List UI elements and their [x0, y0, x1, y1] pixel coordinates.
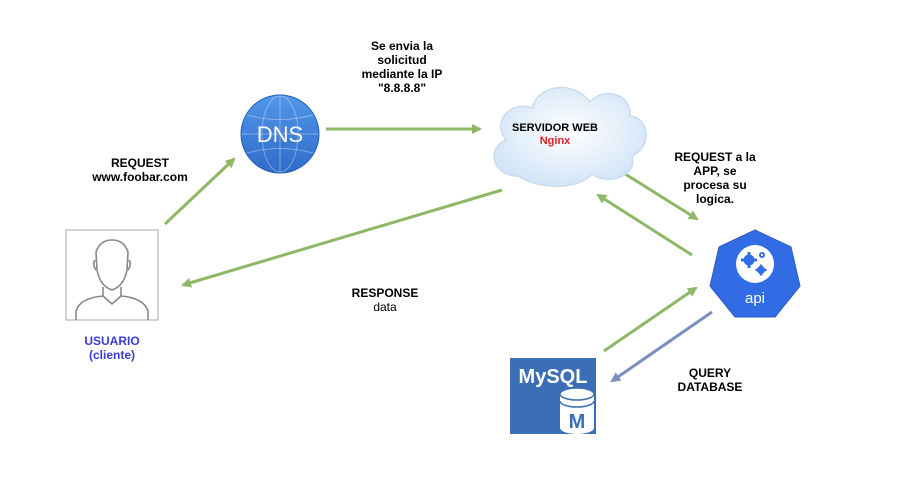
server-to-api-label: REQUEST a la APP, se procesa su logica.: [660, 150, 770, 206]
mysql-badge: M: [569, 411, 586, 433]
dns-label: DNS: [257, 122, 303, 147]
api-note-line-2: APP, se: [693, 164, 737, 178]
api-note-line-3: procesa su: [683, 178, 747, 192]
database-cylinder-icon: [559, 387, 595, 434]
arrow-server-to-api: [613, 165, 699, 221]
user-name: USUARIO: [84, 334, 140, 348]
mysql-label: MySQL: [519, 366, 588, 388]
query-text-line: QUERY: [688, 366, 732, 380]
query-database-text: DATABASE: [677, 380, 743, 394]
server-subtitle: Nginx: [539, 135, 571, 147]
dns-note-line-3: mediante la IP: [361, 67, 443, 81]
dns-note-line-1: Se envia la: [370, 39, 434, 53]
api-note-line-4: logica.: [695, 192, 734, 206]
web-server-cloud: [493, 86, 647, 187]
query-label: QUERY DATABASE: [660, 366, 760, 394]
arrow-user-to-dns: [163, 157, 236, 226]
response-data-text: data: [373, 300, 397, 314]
user-node: [65, 229, 159, 321]
cloud-icon: [493, 86, 647, 187]
user-icon: [75, 239, 149, 320]
request-url-text: www.foobar.com: [92, 170, 188, 184]
response-label: RESPONSE data: [330, 286, 440, 314]
arrow-mysql-to-api: [603, 286, 698, 353]
dns-node: DNS: [240, 94, 320, 174]
arrow-api-to-mysql: [610, 310, 713, 383]
user-frame: [65, 229, 159, 321]
dns-globe-icon: [240, 94, 320, 174]
dns-note-line-2: solicitud: [377, 53, 427, 67]
request-text-line: REQUEST: [110, 156, 169, 170]
api-label: api: [745, 290, 765, 307]
arrow-server-to-user: [181, 188, 503, 288]
api-node: api: [709, 229, 801, 318]
dns-note-line-4: "8.8.8.8": [377, 81, 427, 95]
user-label: USUARIO (cliente): [62, 334, 162, 362]
user-role: (cliente): [88, 348, 135, 362]
mysql-node: MySQL M: [510, 358, 596, 434]
arrow-api-to-server: [596, 193, 693, 257]
dns-to-server-label: Se envia la solicitud mediante la IP "8.…: [342, 39, 462, 95]
response-text-line: RESPONSE: [351, 286, 419, 300]
api-note-line-1: REQUEST a la: [674, 150, 756, 164]
gear-icon: [741, 252, 767, 276]
server-title: SERVIDOR WEB: [512, 122, 598, 134]
request-label: REQUEST www.foobar.com: [80, 156, 200, 184]
server-label: SERVIDOR WEB Nginx: [500, 122, 610, 148]
